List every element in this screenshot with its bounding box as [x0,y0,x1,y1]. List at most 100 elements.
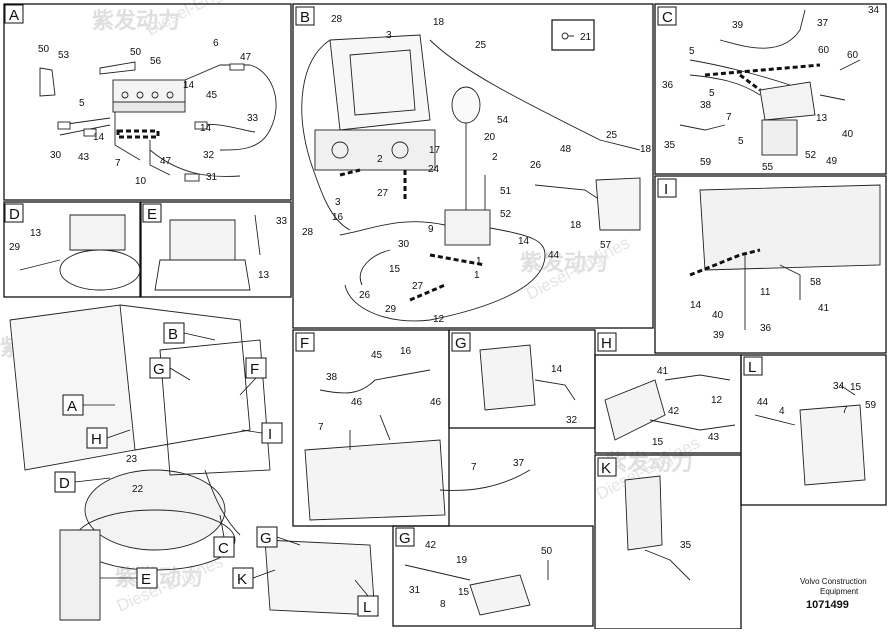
panel-letter: L [748,359,756,376]
part-number-label: 36 [662,80,674,91]
part-number-label: 7 [842,405,848,416]
part-number-label: 35 [664,140,676,151]
panel-i-part-numbers: 14 11 58 40 41 36 39 [690,277,830,341]
part-number-label: 14 [690,300,702,311]
part-number-label: 1 [474,270,480,281]
part-number-label: 40 [712,310,724,321]
panel-label-e: E [142,203,162,223]
part-number-label: 13 [258,270,270,281]
part-number-label: 19 [456,555,468,566]
part-number-label: 3 [335,197,341,208]
part-number-label: 18 [640,144,652,155]
panel-letter: A [67,398,77,415]
callout-d: D [54,471,76,493]
panel-letter: F [300,335,309,352]
panel-f-part-numbers: 45 16 38 46 46 7 7 37 [318,346,525,473]
panel-letter: B [300,9,310,26]
part-number-label: 27 [377,188,389,199]
part-number-label: 45 [371,350,383,361]
part-number-label: 56 [150,56,162,67]
panel-b-part-numbers: 28 3 18 25 21 2 54 20 2 17 24 1 25 18 48… [302,14,652,325]
part-number-label: 52 [500,209,512,220]
part-number-label: 38 [700,100,712,111]
panel-letter-boxes: A B C D E I F G H L K G [4,4,763,547]
part-number-label: 8 [440,599,446,610]
part-number-label: 4 [779,406,785,417]
part-number-label: 17 [429,145,441,156]
part-number-label: 3 [386,30,392,41]
panel-e-drawing [154,214,261,291]
panel-k-drawing [624,475,691,581]
part-number-label: 32 [203,150,215,161]
part-number-label: 14 [200,123,212,134]
panel-letter: B [168,326,178,343]
callout-e: E [136,567,158,589]
watermark-text: 紫发动力 [605,450,693,475]
footer: Volvo Construction Equipment 1071499 [800,577,867,611]
panel-label-c: C [657,6,677,26]
part-number-label: 14 [518,236,530,247]
part-number-label: 25 [606,130,618,141]
part-number-label: 36 [760,323,772,334]
panel-g-drawing [479,344,576,411]
part-number-label: 39 [732,20,744,31]
part-number-label: 40 [842,129,854,140]
part-number-label: 51 [500,186,512,197]
panel-letter: H [601,335,612,352]
panel-e-part-numbers: 33 13 [258,216,288,281]
footer-brand: Volvo Construction [800,577,867,586]
callout-f: F [245,357,267,379]
panel-d-part-numbers: 13 29 [9,228,42,253]
part-number-label: 58 [810,277,822,288]
part-number-label: 14 [93,132,105,143]
panel-c-drawing [679,9,861,156]
panel-letter: F [250,361,259,378]
part-number-label: 7 [318,422,324,433]
part-number-label: 18 [570,220,582,231]
part-number-label: 52 [805,150,817,161]
part-number-label: 14 [551,364,563,375]
part-number-label: 2 [377,154,383,165]
part-number-label: 41 [818,303,830,314]
panel-label-l: L [743,356,763,376]
part-number-label: 23 [126,454,138,465]
part-number-label: 29 [385,304,397,315]
part-number-label: 33 [276,216,288,227]
panel-i-drawing [689,184,881,330]
watermark-text: 紫发动力 [92,8,180,33]
part-number-label: 6 [213,38,219,49]
panel-frames [3,3,887,630]
part-number-label: 60 [818,45,830,56]
part-number-label: 41 [657,366,669,377]
part-number-label: 59 [865,400,877,411]
part-number-label: 31 [409,585,421,596]
panel-b-drawing [301,19,641,322]
panel-g2-drawing [404,560,549,616]
part-number-label: 39 [713,330,725,341]
part-number-label: 47 [240,52,252,63]
panel-label-i: I [657,178,677,198]
callout-b: B [163,322,185,344]
part-number-label: 28 [331,14,343,25]
panel-letter: G [399,530,411,547]
panel-letter: C [218,540,229,557]
panel-label-g2: G [395,527,415,547]
panel-letter: D [9,206,20,223]
panel-letter: E [147,206,157,223]
part-number-label: 32 [566,415,578,426]
part-number-label: 5 [709,88,715,99]
part-number-label: 49 [826,156,838,167]
callout-g: G [149,357,171,379]
panel-label-f: F [295,332,315,352]
part-number-label: 44 [757,397,769,408]
part-number-label: 28 [302,227,314,238]
part-number-label: 25 [475,40,487,51]
part-number-label: 31 [206,172,218,183]
part-number-label: 53 [58,50,70,61]
callout-l: L [357,595,379,617]
panel-l-part-numbers: 34 15 44 4 7 59 [757,381,877,417]
panel-label-b: B [295,6,315,26]
part-number-label: 12 [433,314,445,325]
panel-letter: E [141,571,151,588]
